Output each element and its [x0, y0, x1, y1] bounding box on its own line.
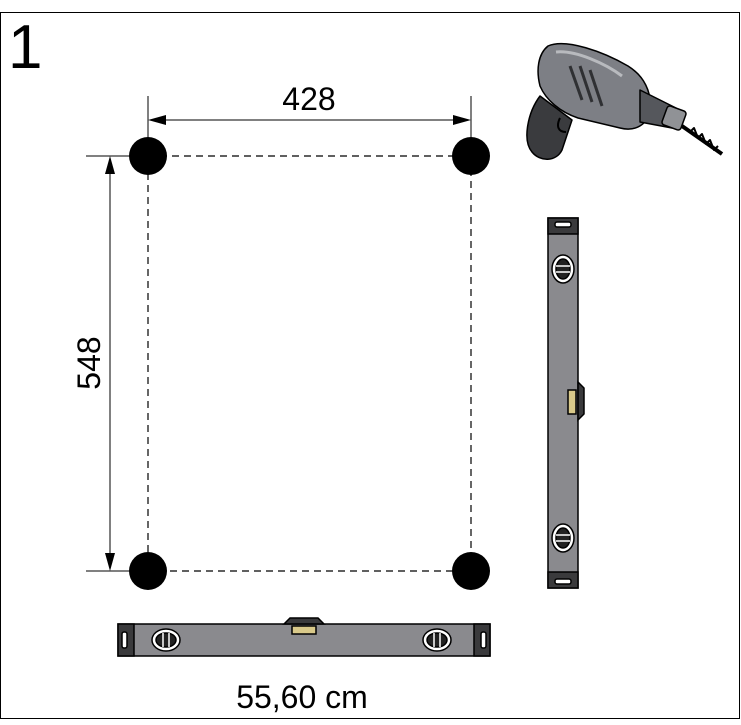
drill-hole-marker — [129, 137, 167, 175]
power-drill-icon — [526, 42, 724, 160]
mounting-outline — [147, 155, 472, 572]
width-label: 428 — [282, 81, 335, 117]
level-length-caption: 55,60 cm — [236, 679, 368, 715]
height-label: 548 — [71, 336, 107, 389]
height-dimension — [86, 155, 140, 572]
spirit-level-horizontal-icon — [117, 617, 491, 657]
step-number: 1 — [8, 13, 42, 82]
drill-hole-marker — [452, 137, 490, 175]
spirit-level-vertical-icon — [547, 217, 585, 589]
panel-border — [0, 12, 740, 719]
drill-hole-marker — [129, 552, 167, 590]
drill-hole-marker — [452, 552, 490, 590]
